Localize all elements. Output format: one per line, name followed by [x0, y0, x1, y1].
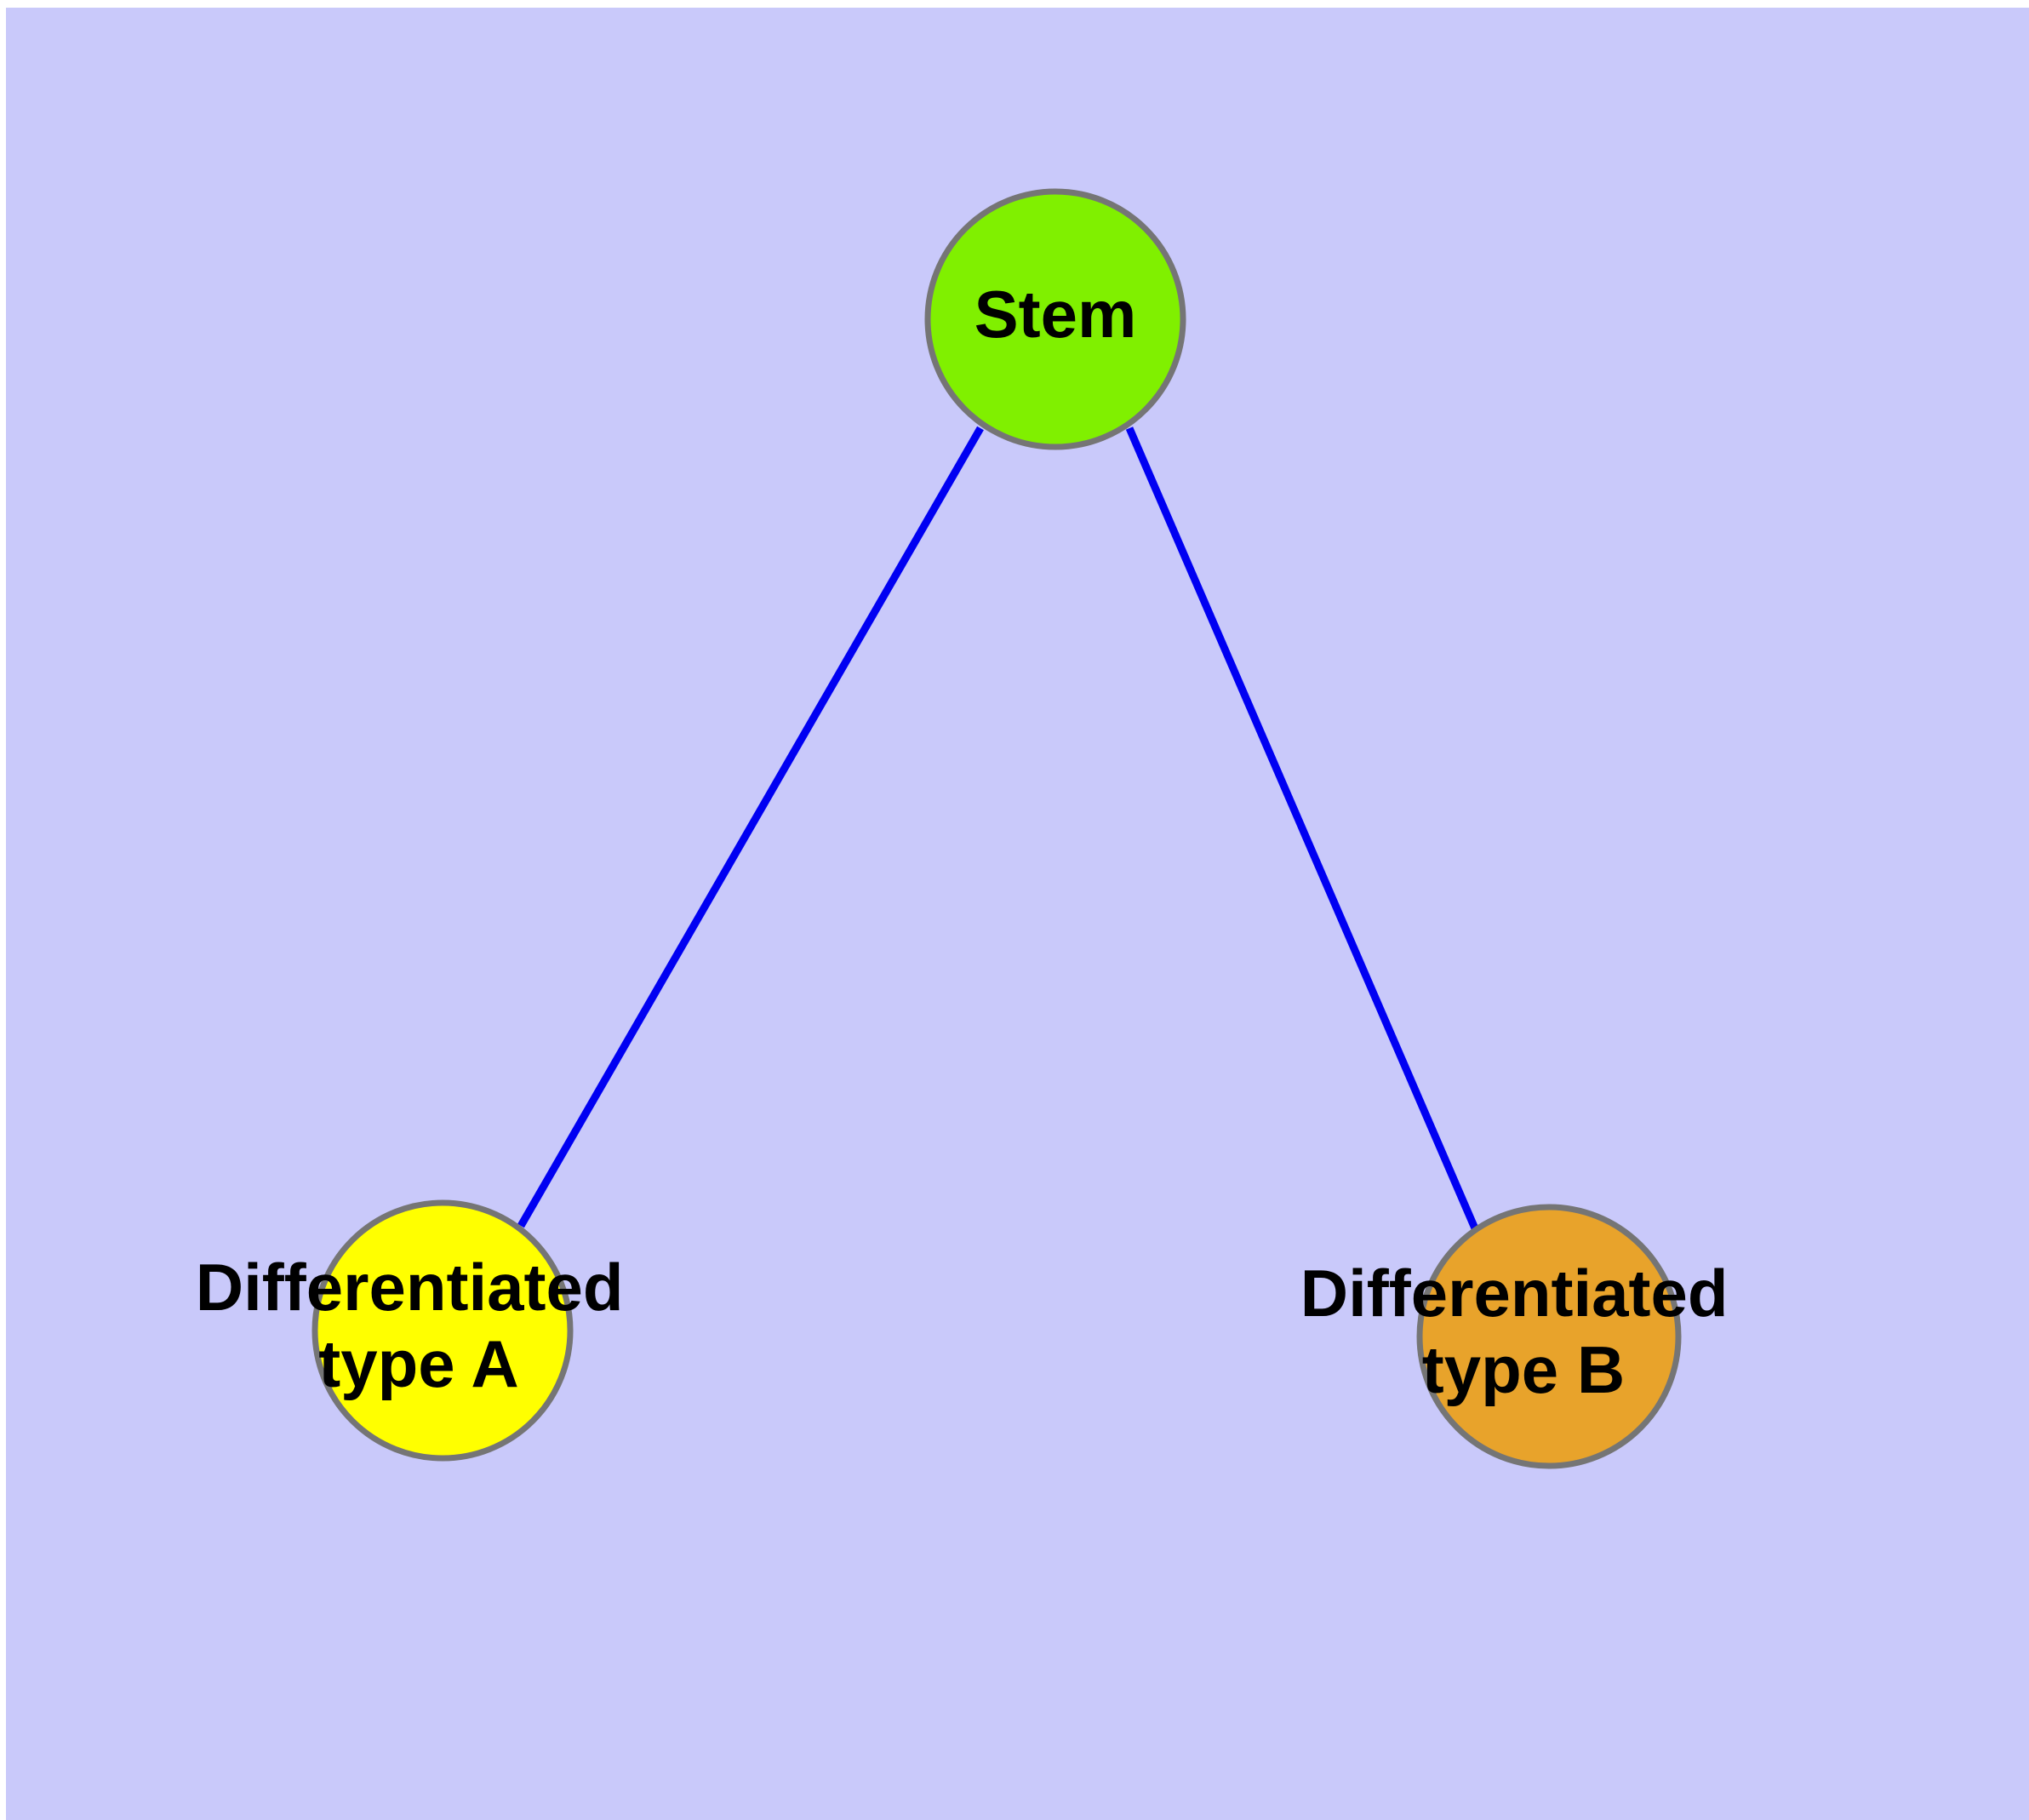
node-differentiated-type-a-label: Differentiated type A	[196, 1250, 642, 1401]
node-differentiated-type-b-label-line-2: type B	[1422, 1332, 1625, 1407]
edge-stem-to-differentiated-type-a[interactable]	[517, 426, 984, 1228]
node-differentiated-type-a-label-line-2: type A	[318, 1326, 519, 1401]
edges-group	[517, 426, 1479, 1230]
node-stem[interactable]	[924, 188, 1186, 450]
edge-stem-to-differentiated-type-b[interactable]	[1125, 426, 1479, 1230]
node-differentiated-type-a-circle[interactable]	[311, 1199, 574, 1462]
node-differentiated-type-b[interactable]	[1416, 1204, 1682, 1469]
node-differentiated-type-b-circle[interactable]	[1416, 1204, 1682, 1469]
node-differentiated-type-a-label-line-1: Differentiated	[196, 1250, 624, 1325]
nodes-group	[311, 188, 1682, 1469]
labels-group: Stem Differentiated type A Differentiate…	[196, 277, 1746, 1407]
node-differentiated-type-a[interactable]	[311, 1199, 574, 1462]
node-stem-label-line-1: Stem	[974, 277, 1137, 352]
node-differentiated-type-b-label-line-1: Differentiated	[1300, 1256, 1729, 1331]
node-differentiated-type-b-label: Differentiated type B	[1300, 1256, 1746, 1407]
node-stem-circle[interactable]	[924, 188, 1186, 450]
node-stem-label: Stem	[974, 277, 1137, 352]
